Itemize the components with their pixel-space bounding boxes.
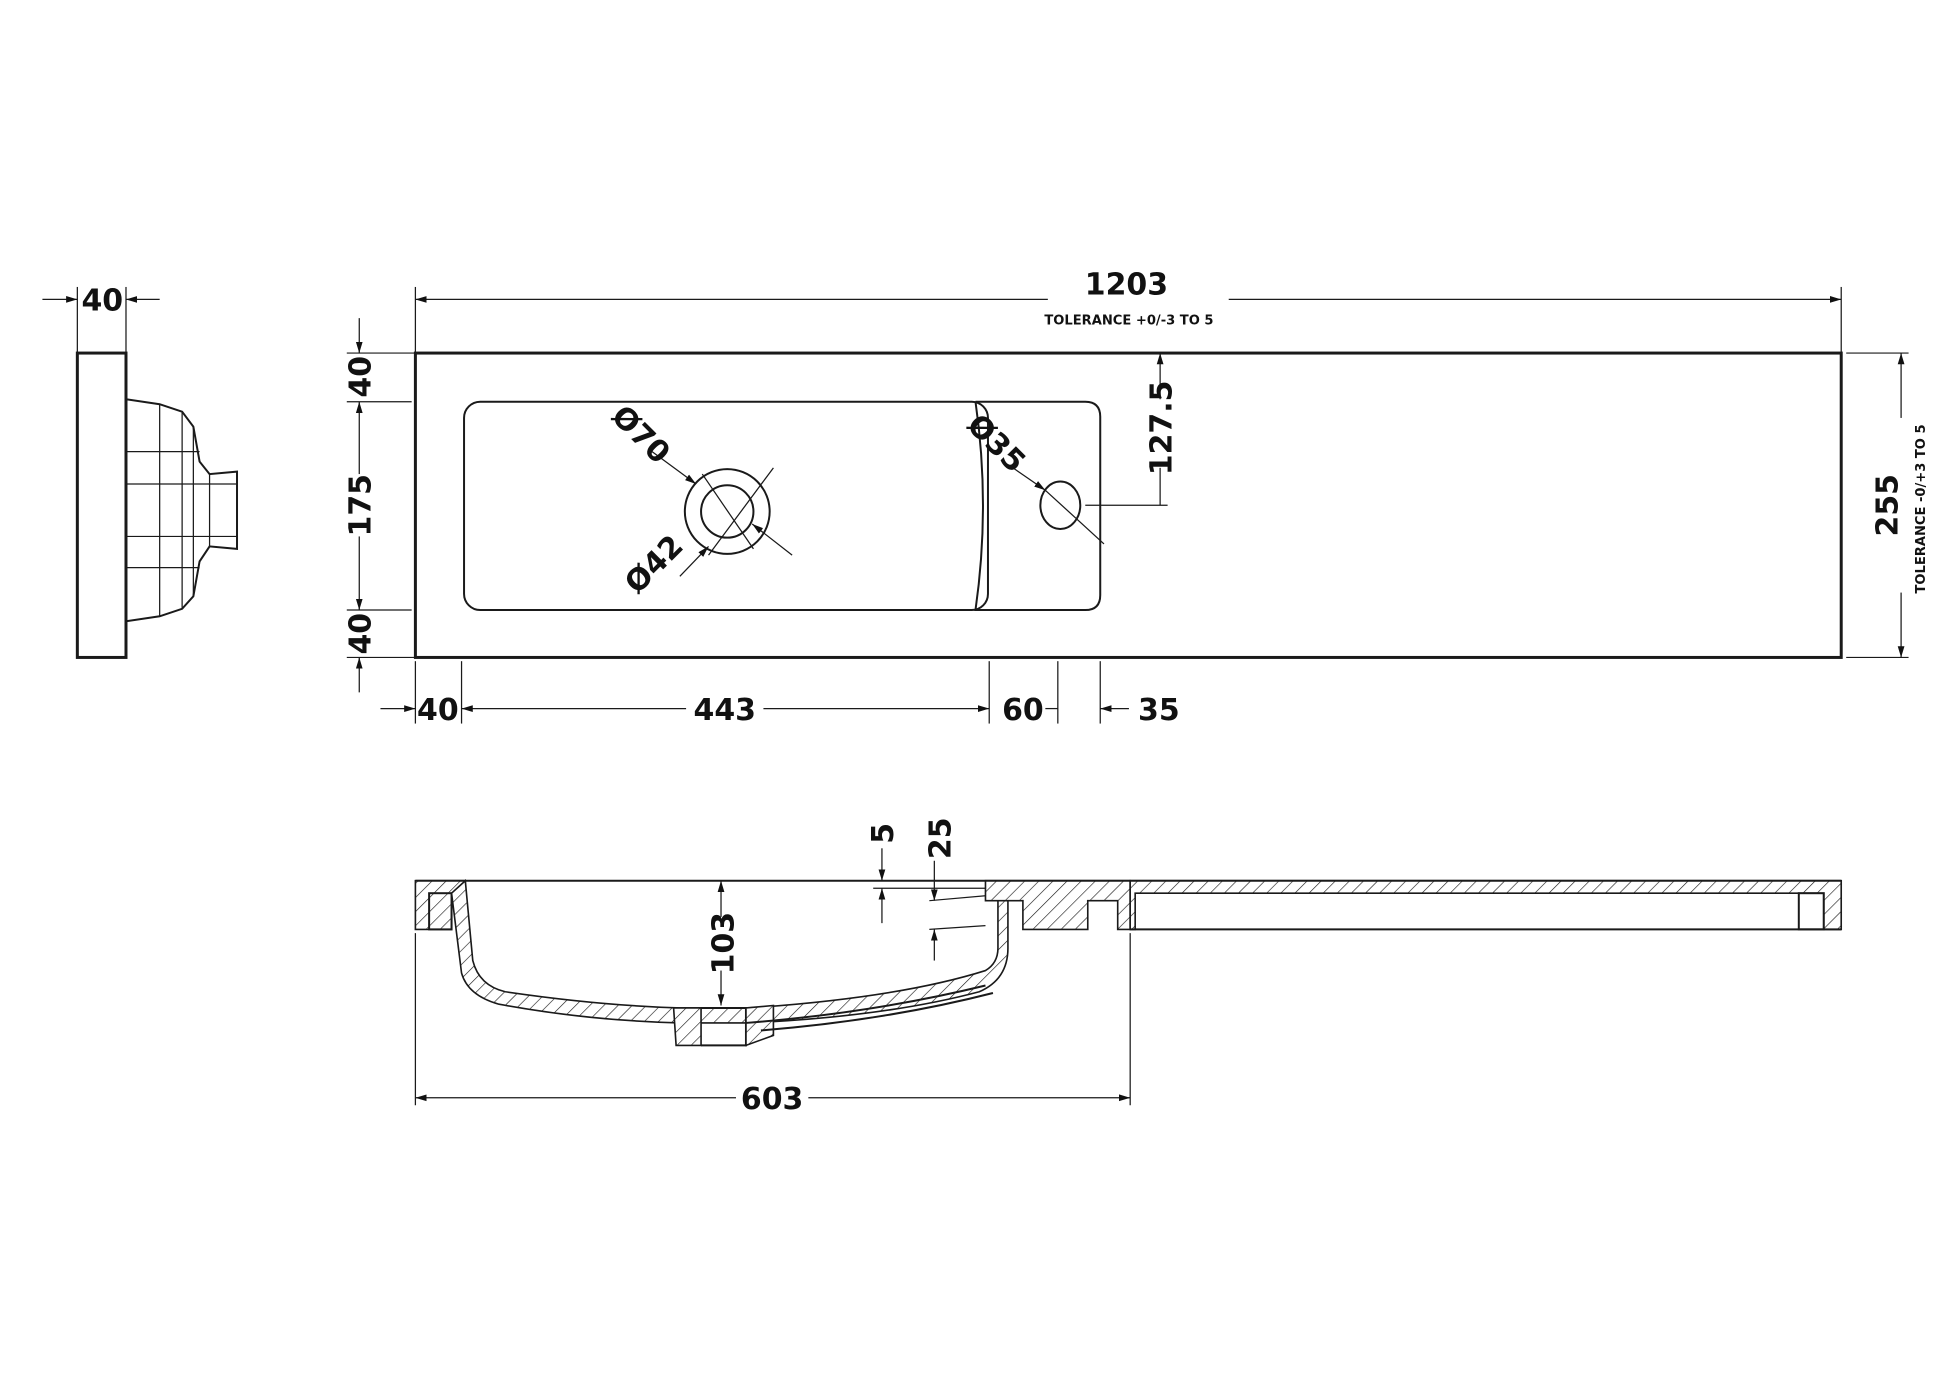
overall-length-label: 1203 — [1085, 267, 1168, 302]
side-bowl-detail — [125, 404, 238, 617]
side-width-label: 40 — [81, 284, 123, 319]
length-tolerance-label: TOLERANCE +0/-3 TO 5 — [1044, 313, 1213, 328]
waste-outer-circle — [683, 468, 771, 555]
section-left-cavity — [428, 892, 453, 931]
bowl-height-label: 103 — [706, 912, 741, 974]
waste-inner-circle — [700, 484, 755, 539]
section-overflow-channel — [745, 984, 994, 1032]
bottom-dim-label: 443 — [694, 693, 756, 728]
tap-offset-label: 127.5 — [1144, 381, 1179, 476]
tap-hole-dia-label: Ø35 — [960, 408, 1032, 480]
depth-tolerance-label: TOLERANCE -0/+3 TO 5 — [1914, 424, 1929, 593]
top-margin-label: 40 — [343, 356, 378, 398]
extension-line — [929, 895, 986, 902]
leader-o42 — [679, 545, 709, 577]
bowl-depth-label: 175 — [343, 474, 378, 536]
tap-deck-outline — [974, 400, 1102, 612]
waste-centre-cross — [708, 467, 774, 556]
bottom-dim-label: 40 — [417, 693, 459, 728]
leader-o35 — [1012, 467, 1046, 491]
leader-o35 — [1044, 489, 1105, 545]
tap-hole-circle — [1039, 480, 1082, 530]
leader-o70 — [648, 448, 697, 485]
waste-inner-dia-label: Ø42 — [618, 529, 690, 601]
side-slab — [75, 351, 128, 659]
side-bowl-profile — [125, 398, 239, 623]
side-view: 40 — [42, 284, 239, 659]
extension-line — [929, 925, 986, 931]
section-drain-right — [745, 1004, 775, 1047]
rim-thickness-label: 5 — [866, 823, 901, 844]
bottom-dim-label: 60 — [1002, 693, 1044, 728]
plan-view: Ø70 Ø42 Ø35 1203 TOLERANCE +0/-3 TO 5 40… — [343, 267, 1928, 727]
waste-centre-cross — [701, 473, 754, 550]
section-right-cavity — [1797, 892, 1825, 931]
section-view: 103 5 25 603 — [414, 817, 1843, 1117]
waste-outer-dia-label: Ø70 — [604, 399, 676, 471]
rim-depth-label: 25 — [924, 817, 959, 859]
basin-outline — [463, 400, 989, 612]
section-drain-left — [672, 1007, 702, 1047]
bottom-dim-label: 35 — [1138, 693, 1180, 728]
bottom-margin-label: 40 — [343, 613, 378, 655]
section-top-slab — [1129, 879, 1843, 931]
leader-o42 — [751, 523, 793, 556]
plan-outline — [413, 351, 1843, 659]
overall-depth-label: 255 — [1870, 474, 1905, 536]
bowl-width-label: 603 — [741, 1082, 803, 1117]
